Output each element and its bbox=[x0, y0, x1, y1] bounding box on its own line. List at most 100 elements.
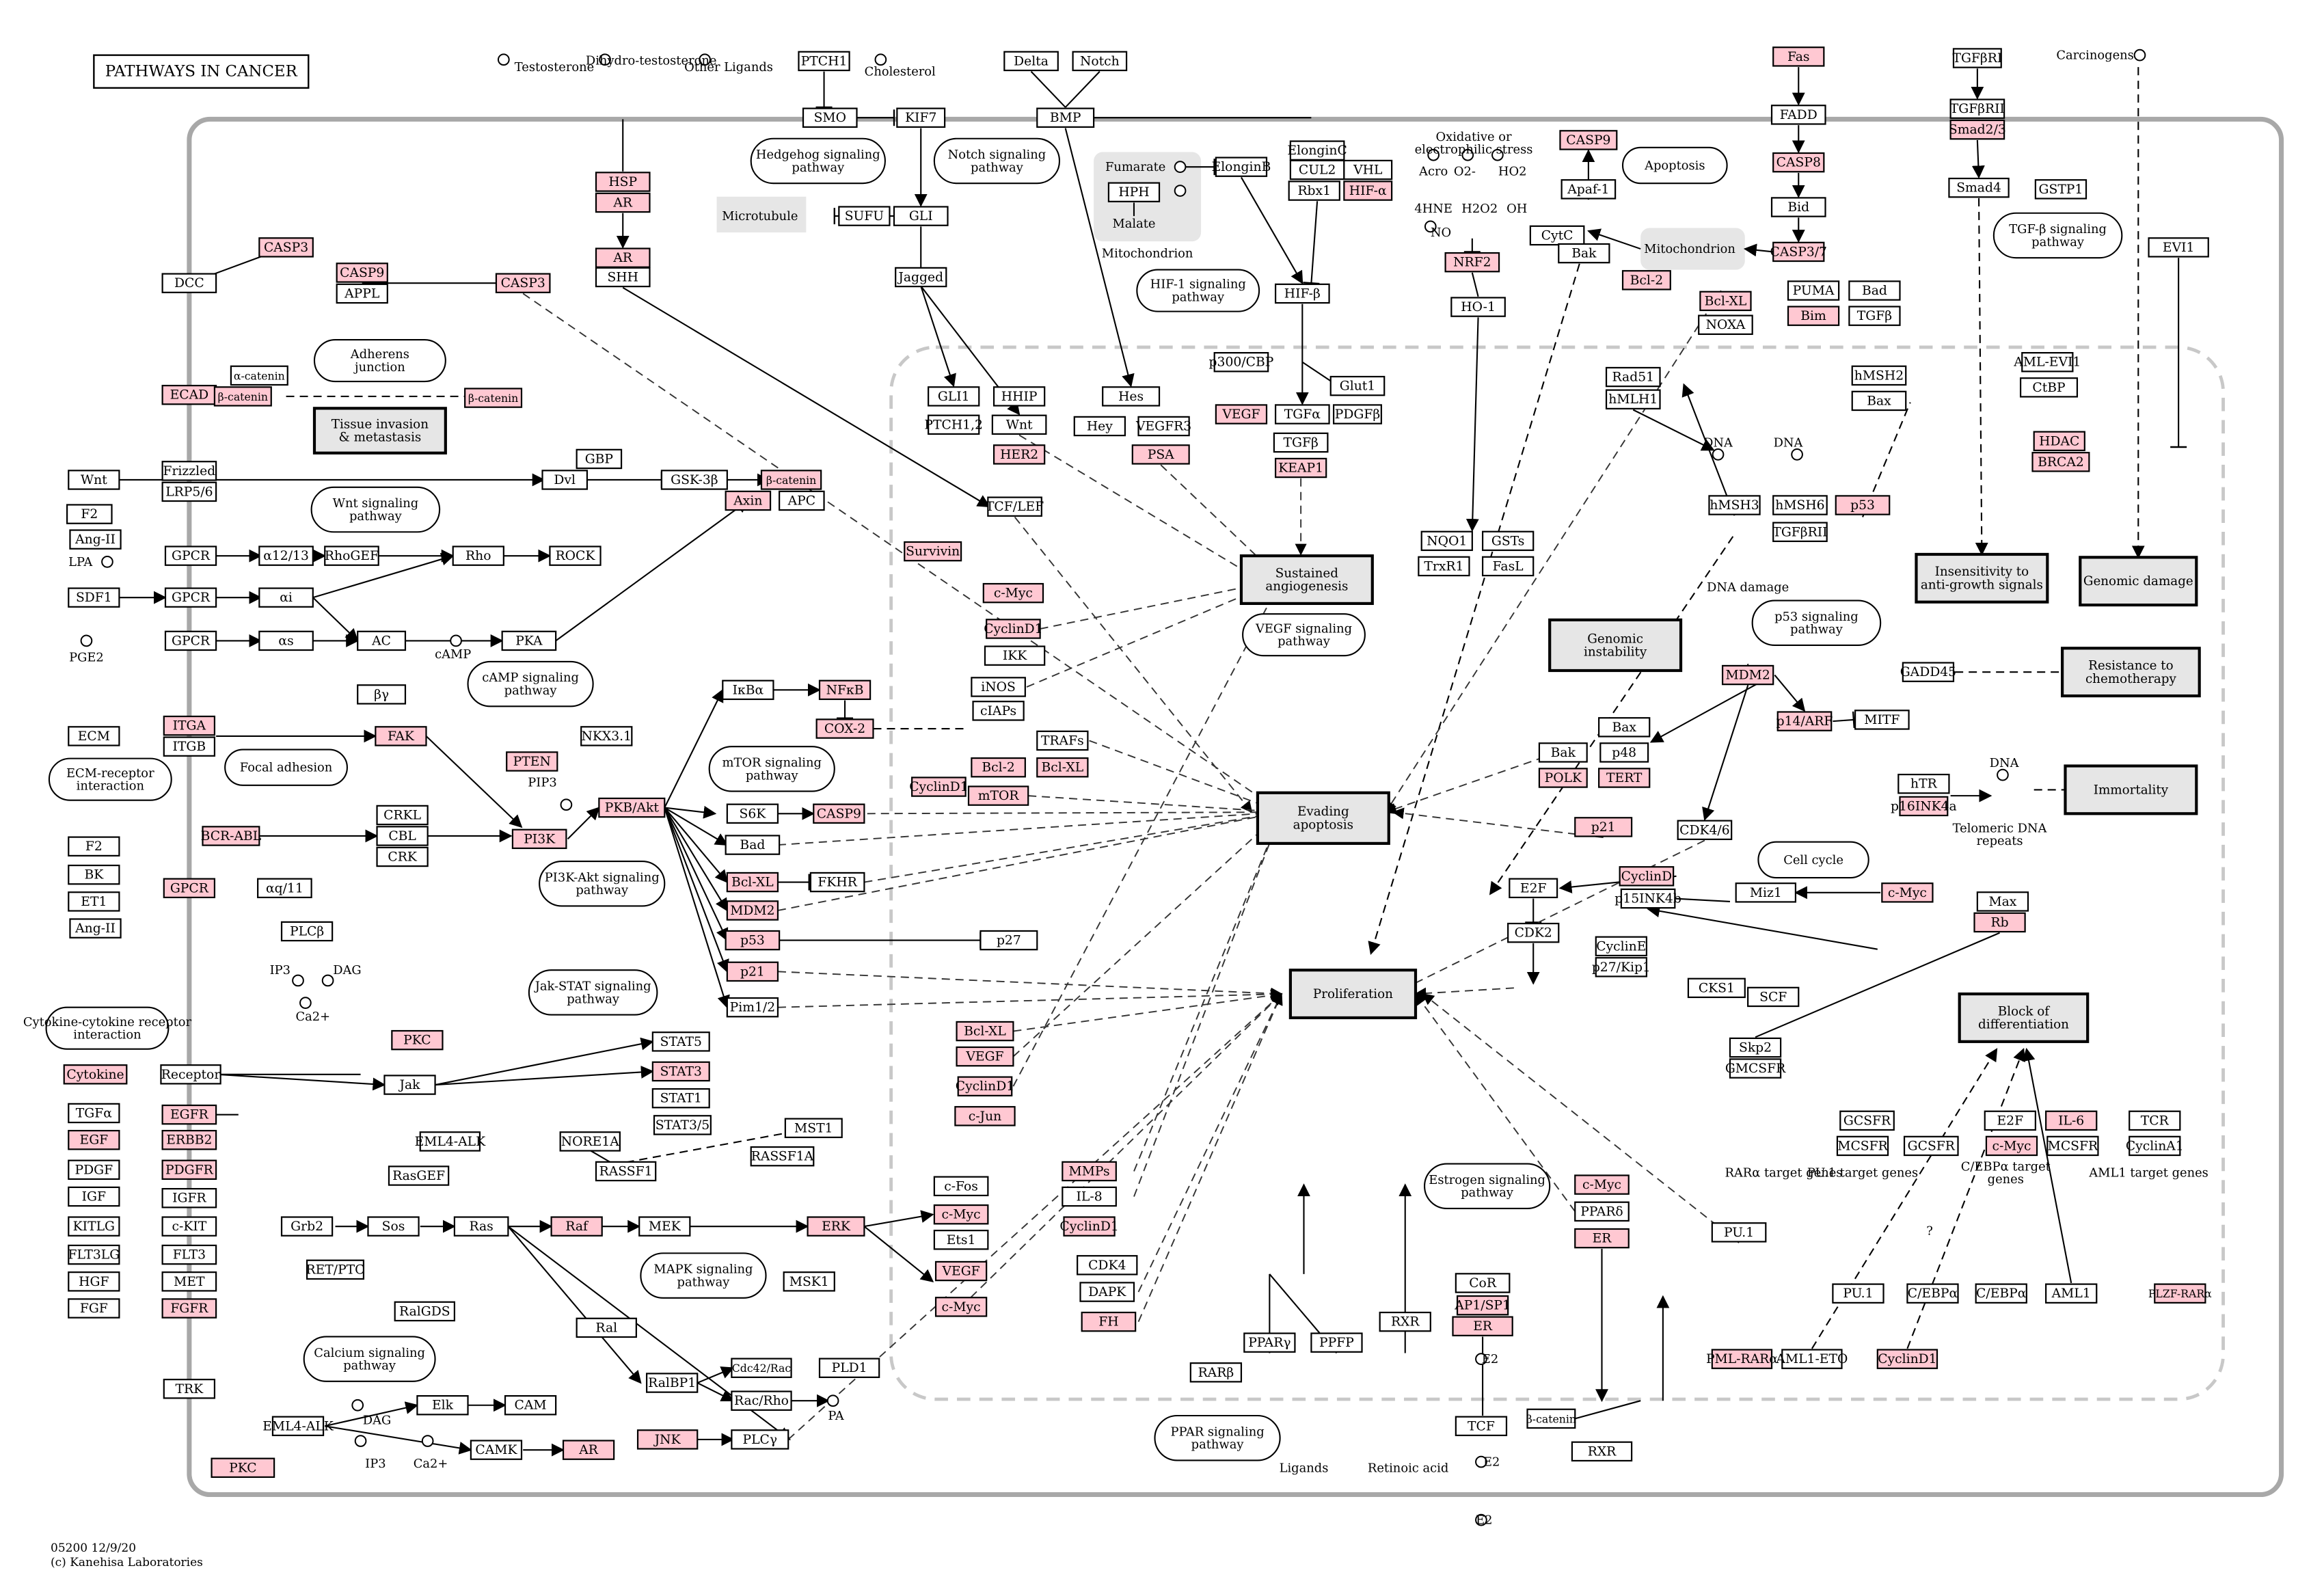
gene-node-trk[interactable]: TRK bbox=[163, 1379, 216, 1399]
gene-node-bid[interactable]: Bid bbox=[1770, 197, 1826, 217]
gene-node-c-myc[interactable]: c-Myc bbox=[933, 1204, 989, 1225]
gene-node-kif7[interactable]: KIF7 bbox=[896, 107, 946, 128]
gene-node-gpcr[interactable]: GPCR bbox=[164, 545, 217, 566]
gene-node-rho[interactable]: Rho bbox=[452, 545, 504, 566]
pathway-link-cell-cycle[interactable]: Cell cycle bbox=[1757, 841, 1869, 879]
gene-node-bak[interactable]: Bak bbox=[1558, 243, 1610, 264]
gene-node-ras[interactable]: Ras bbox=[453, 1216, 509, 1237]
gene-node-gpcr[interactable]: GPCR bbox=[164, 630, 217, 651]
gene-node-ap1-sp1[interactable]: AP1/SP1 bbox=[1454, 1295, 1511, 1316]
gene-node-12-13[interactable]: α12/13 bbox=[258, 545, 314, 566]
gene-node-nf-b[interactable]: NFκB bbox=[818, 679, 871, 701]
gene-node-e2f[interactable]: E2F bbox=[1509, 878, 1558, 899]
gene-node-elk[interactable]: Elk bbox=[416, 1395, 469, 1416]
gene-node-delta[interactable]: Delta bbox=[1003, 51, 1059, 72]
gene-node-pim1-2[interactable]: Pim1/2 bbox=[726, 997, 779, 1018]
gene-node-jak[interactable]: Jak bbox=[383, 1075, 436, 1095]
gene-node-[interactable]: βγ bbox=[357, 684, 407, 705]
gene-node-ac[interactable]: AC bbox=[357, 630, 407, 651]
gene-node-i[interactable]: αi bbox=[258, 587, 314, 608]
gene-node-vegf[interactable]: VEGF bbox=[956, 1046, 1014, 1067]
gene-node-c-myc[interactable]: c-Myc bbox=[982, 582, 1044, 604]
pathway-link-focal-adhesion[interactable]: Focal adhesion bbox=[224, 748, 348, 786]
gene-node-et1[interactable]: ET1 bbox=[68, 891, 120, 912]
gene-node-gcsfr[interactable]: GCSFR bbox=[1903, 1135, 1959, 1157]
gene-node-mek[interactable]: MEK bbox=[638, 1216, 691, 1237]
gene-node-p27-kip1[interactable]: p27/Kip1 bbox=[1592, 957, 1651, 977]
gene-node-f2[interactable]: F2 bbox=[68, 836, 120, 856]
gene-node-mcsfr[interactable]: MCSFR bbox=[2046, 1135, 2099, 1157]
gene-node-erbb2[interactable]: ERBB2 bbox=[161, 1129, 217, 1150]
gene-node-skp2[interactable]: Skp2 bbox=[1729, 1037, 1782, 1058]
gene-node-fh[interactable]: FH bbox=[1081, 1311, 1137, 1332]
gene-node-pi3k[interactable]: PI3K bbox=[511, 828, 567, 850]
gene-node-rassf1a[interactable]: RASSF1A bbox=[750, 1146, 815, 1167]
gene-node-rxr[interactable]: RXR bbox=[1379, 1311, 1431, 1332]
gene-node-catenin[interactable]: β-catenin bbox=[760, 470, 822, 490]
gene-node-htr[interactable]: hTR bbox=[1897, 773, 1950, 794]
outcome-immortality[interactable]: Immortality bbox=[2064, 764, 2198, 815]
gene-node-ikk[interactable]: IKK bbox=[984, 645, 1046, 666]
gene-node-ctbp[interactable]: CtBP bbox=[2019, 377, 2079, 398]
gene-node-c-myc[interactable]: c-Myc bbox=[934, 1297, 988, 1317]
gene-node-gli1[interactable]: GLI1 bbox=[928, 386, 980, 407]
gene-node-cdk4[interactable]: CDK4 bbox=[1077, 1255, 1138, 1276]
gene-node-bcl-2[interactable]: Bcl-2 bbox=[1621, 270, 1671, 291]
gene-node-rac-rho[interactable]: Rac/Rho bbox=[731, 1390, 792, 1411]
gene-node-fasl[interactable]: FasL bbox=[1482, 556, 1535, 577]
gene-node-cdk4-6[interactable]: CDK4/6 bbox=[1677, 820, 1733, 840]
gene-node-rad51[interactable]: Rad51 bbox=[1605, 366, 1661, 388]
gene-node-fgf[interactable]: FGF bbox=[68, 1298, 120, 1319]
gene-node-pu-1[interactable]: PU.1 bbox=[1832, 1283, 1884, 1304]
gene-node-catenin[interactable]: β-catenin bbox=[1526, 1408, 1576, 1429]
gene-node-bcl-xl[interactable]: Bcl-XL bbox=[1699, 291, 1752, 312]
gene-node-cyclind1[interactable]: CyclinD1 bbox=[1876, 1349, 1938, 1369]
gene-node-tgf[interactable]: TGFβ bbox=[1848, 306, 1901, 326]
gene-node-ar[interactable]: AR bbox=[562, 1440, 615, 1460]
gene-node-tcf-lef[interactable]: TCF/LEF bbox=[986, 496, 1044, 517]
gene-node-q-11[interactable]: αq/11 bbox=[257, 878, 312, 899]
gene-node-casp8[interactable]: CASP8 bbox=[1772, 152, 1825, 173]
gene-node-rb[interactable]: Rb bbox=[1973, 912, 2026, 933]
gene-node-pld1[interactable]: PLD1 bbox=[818, 1358, 880, 1378]
gene-node-bcl-2[interactable]: Bcl-2 bbox=[971, 757, 1026, 778]
gene-node-casp3[interactable]: CASP3 bbox=[495, 273, 551, 293]
gene-node-ar[interactable]: AR bbox=[595, 192, 651, 213]
gene-node-bak[interactable]: Bak bbox=[1538, 742, 1588, 763]
gene-node-p53[interactable]: p53 bbox=[1835, 495, 1891, 515]
gene-node-mtor[interactable]: mTOR bbox=[967, 785, 1029, 806]
gene-node-bax[interactable]: Bax bbox=[1598, 717, 1651, 738]
gene-node-f2[interactable]: F2 bbox=[66, 504, 113, 524]
gene-node-casp9[interactable]: CASP9 bbox=[813, 803, 865, 824]
gene-node-casp9[interactable]: CASP9 bbox=[336, 262, 388, 283]
gene-node-mcsfr[interactable]: MCSFR bbox=[1836, 1135, 1889, 1157]
gene-node-rxr[interactable]: RXR bbox=[1571, 1441, 1633, 1462]
gene-node-grb2[interactable]: Grb2 bbox=[280, 1216, 334, 1237]
gene-node-sufu[interactable]: SUFU bbox=[838, 206, 891, 226]
gene-node-plc[interactable]: PLCβ bbox=[280, 921, 334, 942]
gene-node-nkx3-1[interactable]: NKX3.1 bbox=[580, 726, 633, 746]
gene-node-hif[interactable]: HIF-α bbox=[1343, 180, 1393, 201]
gene-node-lrp5-6[interactable]: LRP5/6 bbox=[161, 481, 217, 502]
gene-node-erk[interactable]: ERK bbox=[807, 1216, 865, 1237]
gene-node-noxa[interactable]: NOXA bbox=[1698, 314, 1753, 335]
gene-node-cks1[interactable]: CKS1 bbox=[1687, 977, 1746, 999]
gene-node-c-myc[interactable]: c-Myc bbox=[1985, 1135, 2038, 1157]
gene-node-p21[interactable]: p21 bbox=[1574, 817, 1633, 837]
gene-node-plzf-rar[interactable]: PLZF-RARα bbox=[2148, 1283, 2212, 1304]
gene-node-cyclina1[interactable]: CyclinA1 bbox=[2126, 1135, 2184, 1157]
gene-node-gli[interactable]: GLI bbox=[893, 206, 949, 226]
gene-node-bax[interactable]: Bax bbox=[1851, 390, 1907, 412]
gene-node-rhogef[interactable]: RhoGEF bbox=[324, 545, 379, 566]
gene-node-nore1a[interactable]: NORE1A bbox=[559, 1131, 621, 1152]
gene-node-ppar[interactable]: PPARδ bbox=[1574, 1201, 1630, 1222]
gene-node-bim[interactable]: Bim bbox=[1787, 306, 1840, 326]
